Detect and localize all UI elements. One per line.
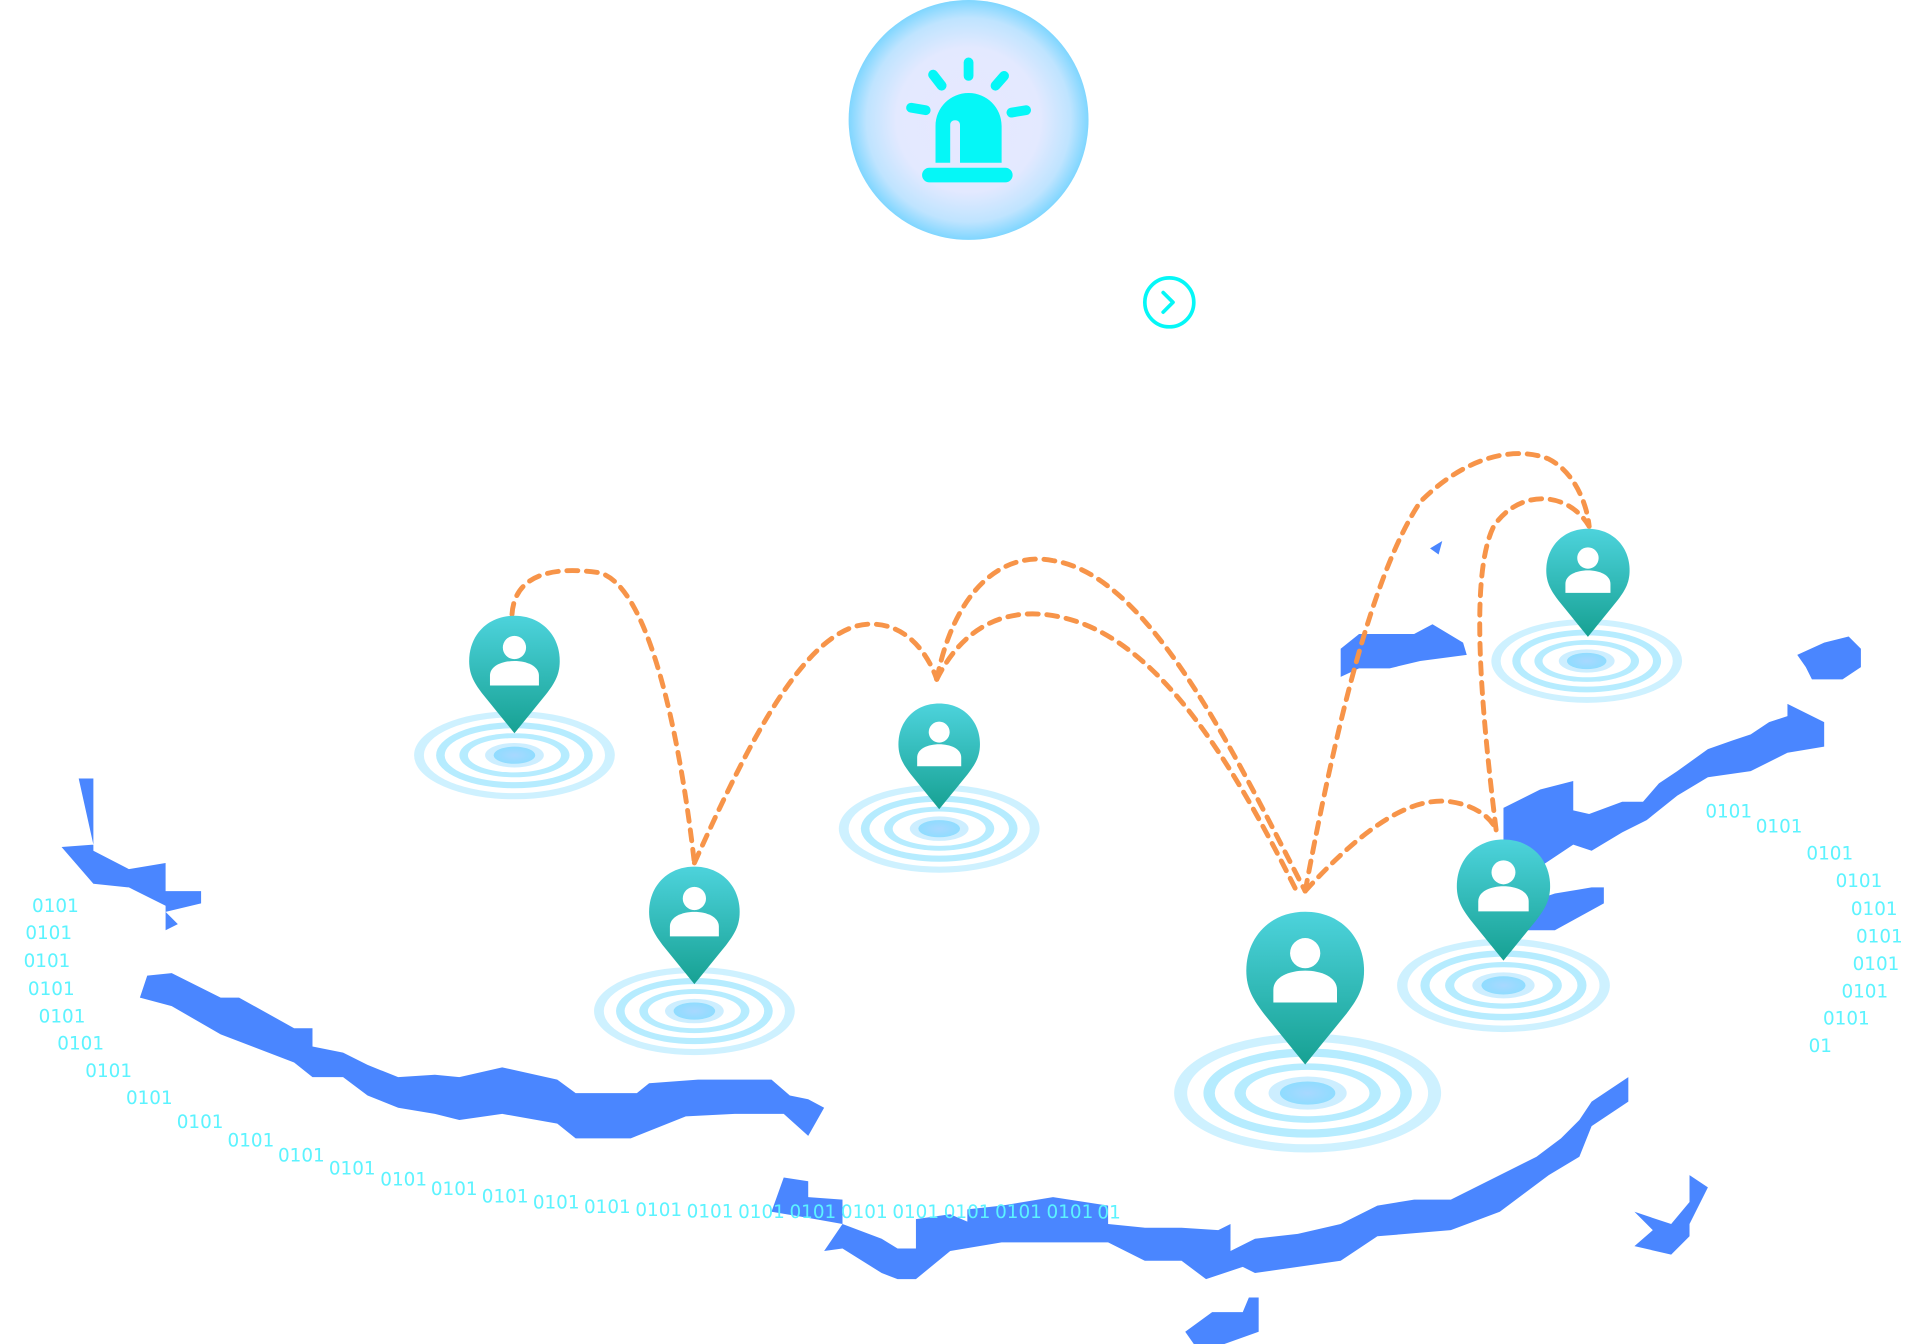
- location-pin[interactable]: [1397, 839, 1610, 1033]
- location-pin[interactable]: [594, 866, 795, 1056]
- user-pin-icon: [1546, 528, 1630, 637]
- route-lines: [509, 451, 1592, 897]
- location-pin[interactable]: [838, 703, 1040, 873]
- map-coastline: [61, 541, 1861, 1344]
- location-pin-primary[interactable]: [1174, 911, 1442, 1153]
- user-pin-icon: [649, 866, 740, 985]
- alarm-bubble[interactable]: [848, 0, 1089, 240]
- chevron-right-icon: [1161, 290, 1175, 314]
- next-button[interactable]: [1142, 276, 1196, 329]
- location-pin[interactable]: [414, 615, 615, 800]
- location-pin[interactable]: [1491, 528, 1683, 703]
- siren-icon: [906, 57, 1031, 183]
